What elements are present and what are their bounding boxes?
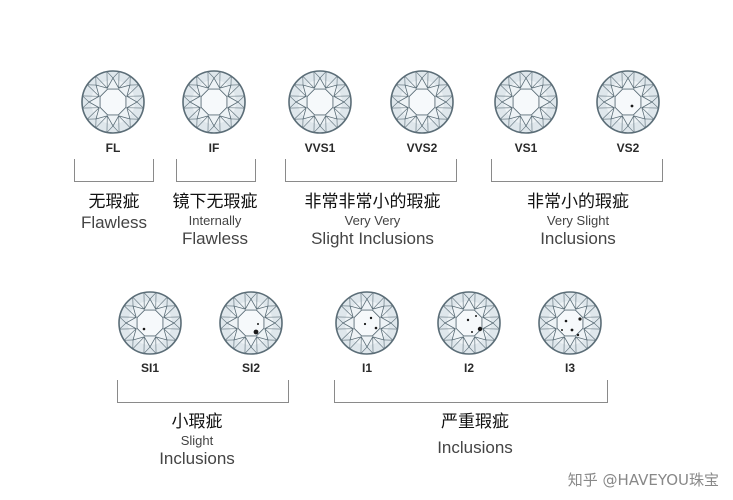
diamond-si2-icon	[218, 290, 284, 356]
grade-label-si2: SI2	[241, 361, 260, 375]
grade-label-vvs1: VVS1	[304, 141, 336, 155]
bracket-internally-flawless	[176, 159, 256, 182]
group-label-en: Flawless	[181, 229, 249, 248]
group-label-en: Inclusions	[159, 449, 235, 468]
group-internally-flawless: 镜下无瑕疵 Internally Flawless	[160, 191, 270, 249]
diamond-vs2-icon	[595, 69, 661, 135]
group-label-en-small: Very Slight	[546, 213, 610, 228]
group-label-en: Slight Inclusions	[311, 229, 434, 248]
group-label-en-small: Very Very	[344, 213, 401, 228]
group-label-zh: 镜下无瑕疵	[172, 192, 258, 212]
diamond-fl-icon	[80, 69, 146, 135]
grade-label-fl: FL	[105, 141, 121, 155]
diamond-if-icon	[181, 69, 247, 135]
grade-label-vs2: VS2	[616, 141, 640, 155]
group-label-en: Inclusions	[540, 229, 616, 248]
grade-label-vs1: VS1	[514, 141, 538, 155]
grade-label-i2: I2	[463, 361, 474, 375]
diamond-vvs1-icon	[287, 69, 353, 135]
group-label-en: Flawless	[80, 213, 148, 232]
group-label-en-small: Internally	[188, 213, 242, 228]
diamond-vvs2-icon	[389, 69, 455, 135]
group-flawless: 无瑕疵 Flawless	[64, 191, 164, 233]
bracket-vs	[491, 159, 663, 182]
grade-label-i1: I1	[361, 361, 372, 375]
bracket-flawless	[74, 159, 154, 182]
bracket-si	[117, 380, 289, 403]
grade-label-si1: SI1	[140, 361, 159, 375]
group-si: 小瑕疵 Slight Inclusions	[137, 411, 257, 469]
bracket-vvs	[285, 159, 457, 182]
bracket-i	[334, 380, 608, 403]
grade-label-if: IF	[208, 141, 220, 155]
group-label-zh: 无瑕疵	[88, 192, 140, 212]
diamond-i2-icon	[436, 290, 502, 356]
group-label-zh: 非常非常小的瑕疵	[304, 192, 441, 212]
group-label-zh: 非常小的瑕疵	[527, 192, 629, 212]
diamond-si1-icon	[117, 290, 183, 356]
group-vs: 非常小的瑕疵 Very Slight Inclusions	[508, 191, 648, 249]
group-label-en: Inclusions	[437, 438, 513, 457]
diamond-i3-icon	[537, 290, 603, 356]
diamond-i1-icon	[334, 290, 400, 356]
group-label-zh: 小瑕疵	[171, 412, 223, 432]
group-i: 严重瑕疵 Inclusions	[405, 411, 545, 458]
grade-label-i3: I3	[564, 361, 575, 375]
group-label-zh: 严重瑕疵	[441, 412, 509, 432]
watermark: 知乎 @HAVEYOU珠宝	[567, 471, 719, 489]
grade-label-vvs2: VVS2	[406, 141, 438, 155]
group-label-en-small: Slight	[180, 433, 214, 448]
group-vvs: 非常非常小的瑕疵 Very Very Slight Inclusions	[290, 191, 455, 249]
diamond-vs1-icon	[493, 69, 559, 135]
